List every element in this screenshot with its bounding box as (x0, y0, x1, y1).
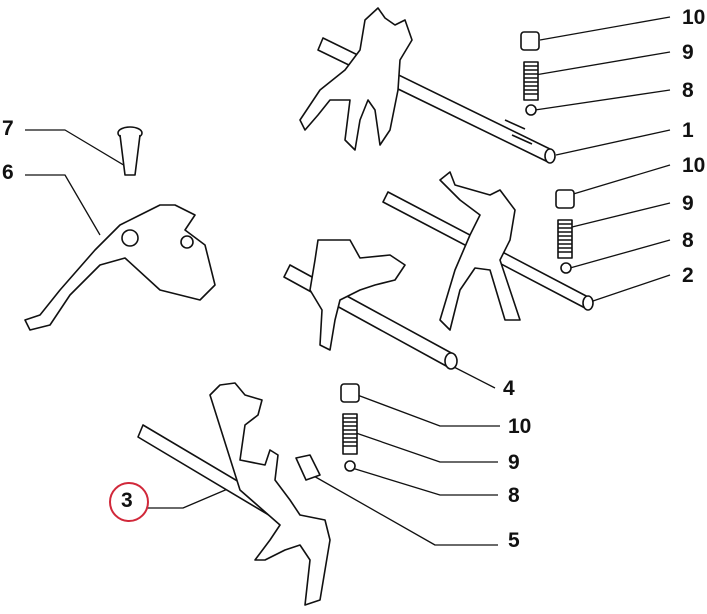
callout-9-b: 9 (682, 192, 694, 215)
detent-set-2 (555, 189, 575, 274)
callout-8-a: 8 (682, 79, 694, 102)
callout-8-c: 8 (508, 484, 520, 507)
callout-8-b: 8 (682, 229, 694, 252)
callout-9-a: 9 (682, 41, 694, 64)
callout-2: 2 (682, 264, 694, 287)
shift-rod-1 (299, 7, 556, 164)
highlight-circle (109, 482, 149, 522)
callout-1: 1 (682, 119, 694, 142)
callout-10-c: 10 (508, 415, 532, 438)
callout-5: 5 (508, 529, 520, 552)
callout-9-c: 9 (508, 451, 520, 474)
callout-6: 6 (2, 161, 14, 184)
leader-lines (25, 16, 671, 546)
callout-7: 7 (2, 117, 14, 140)
callout-3: 3 (121, 489, 133, 512)
pin-5 (295, 454, 321, 481)
callout-10-b: 10 (682, 154, 706, 177)
callout-4: 4 (503, 377, 515, 400)
shift-rod-4 (283, 239, 458, 370)
shift-rod-3 (137, 382, 331, 606)
shift-rod-2 (382, 171, 594, 331)
lever-assembly-6-7 (24, 126, 216, 331)
callout-10-a: 10 (682, 6, 706, 29)
detent-set-1 (520, 31, 540, 116)
detent-set-3 (340, 383, 360, 472)
